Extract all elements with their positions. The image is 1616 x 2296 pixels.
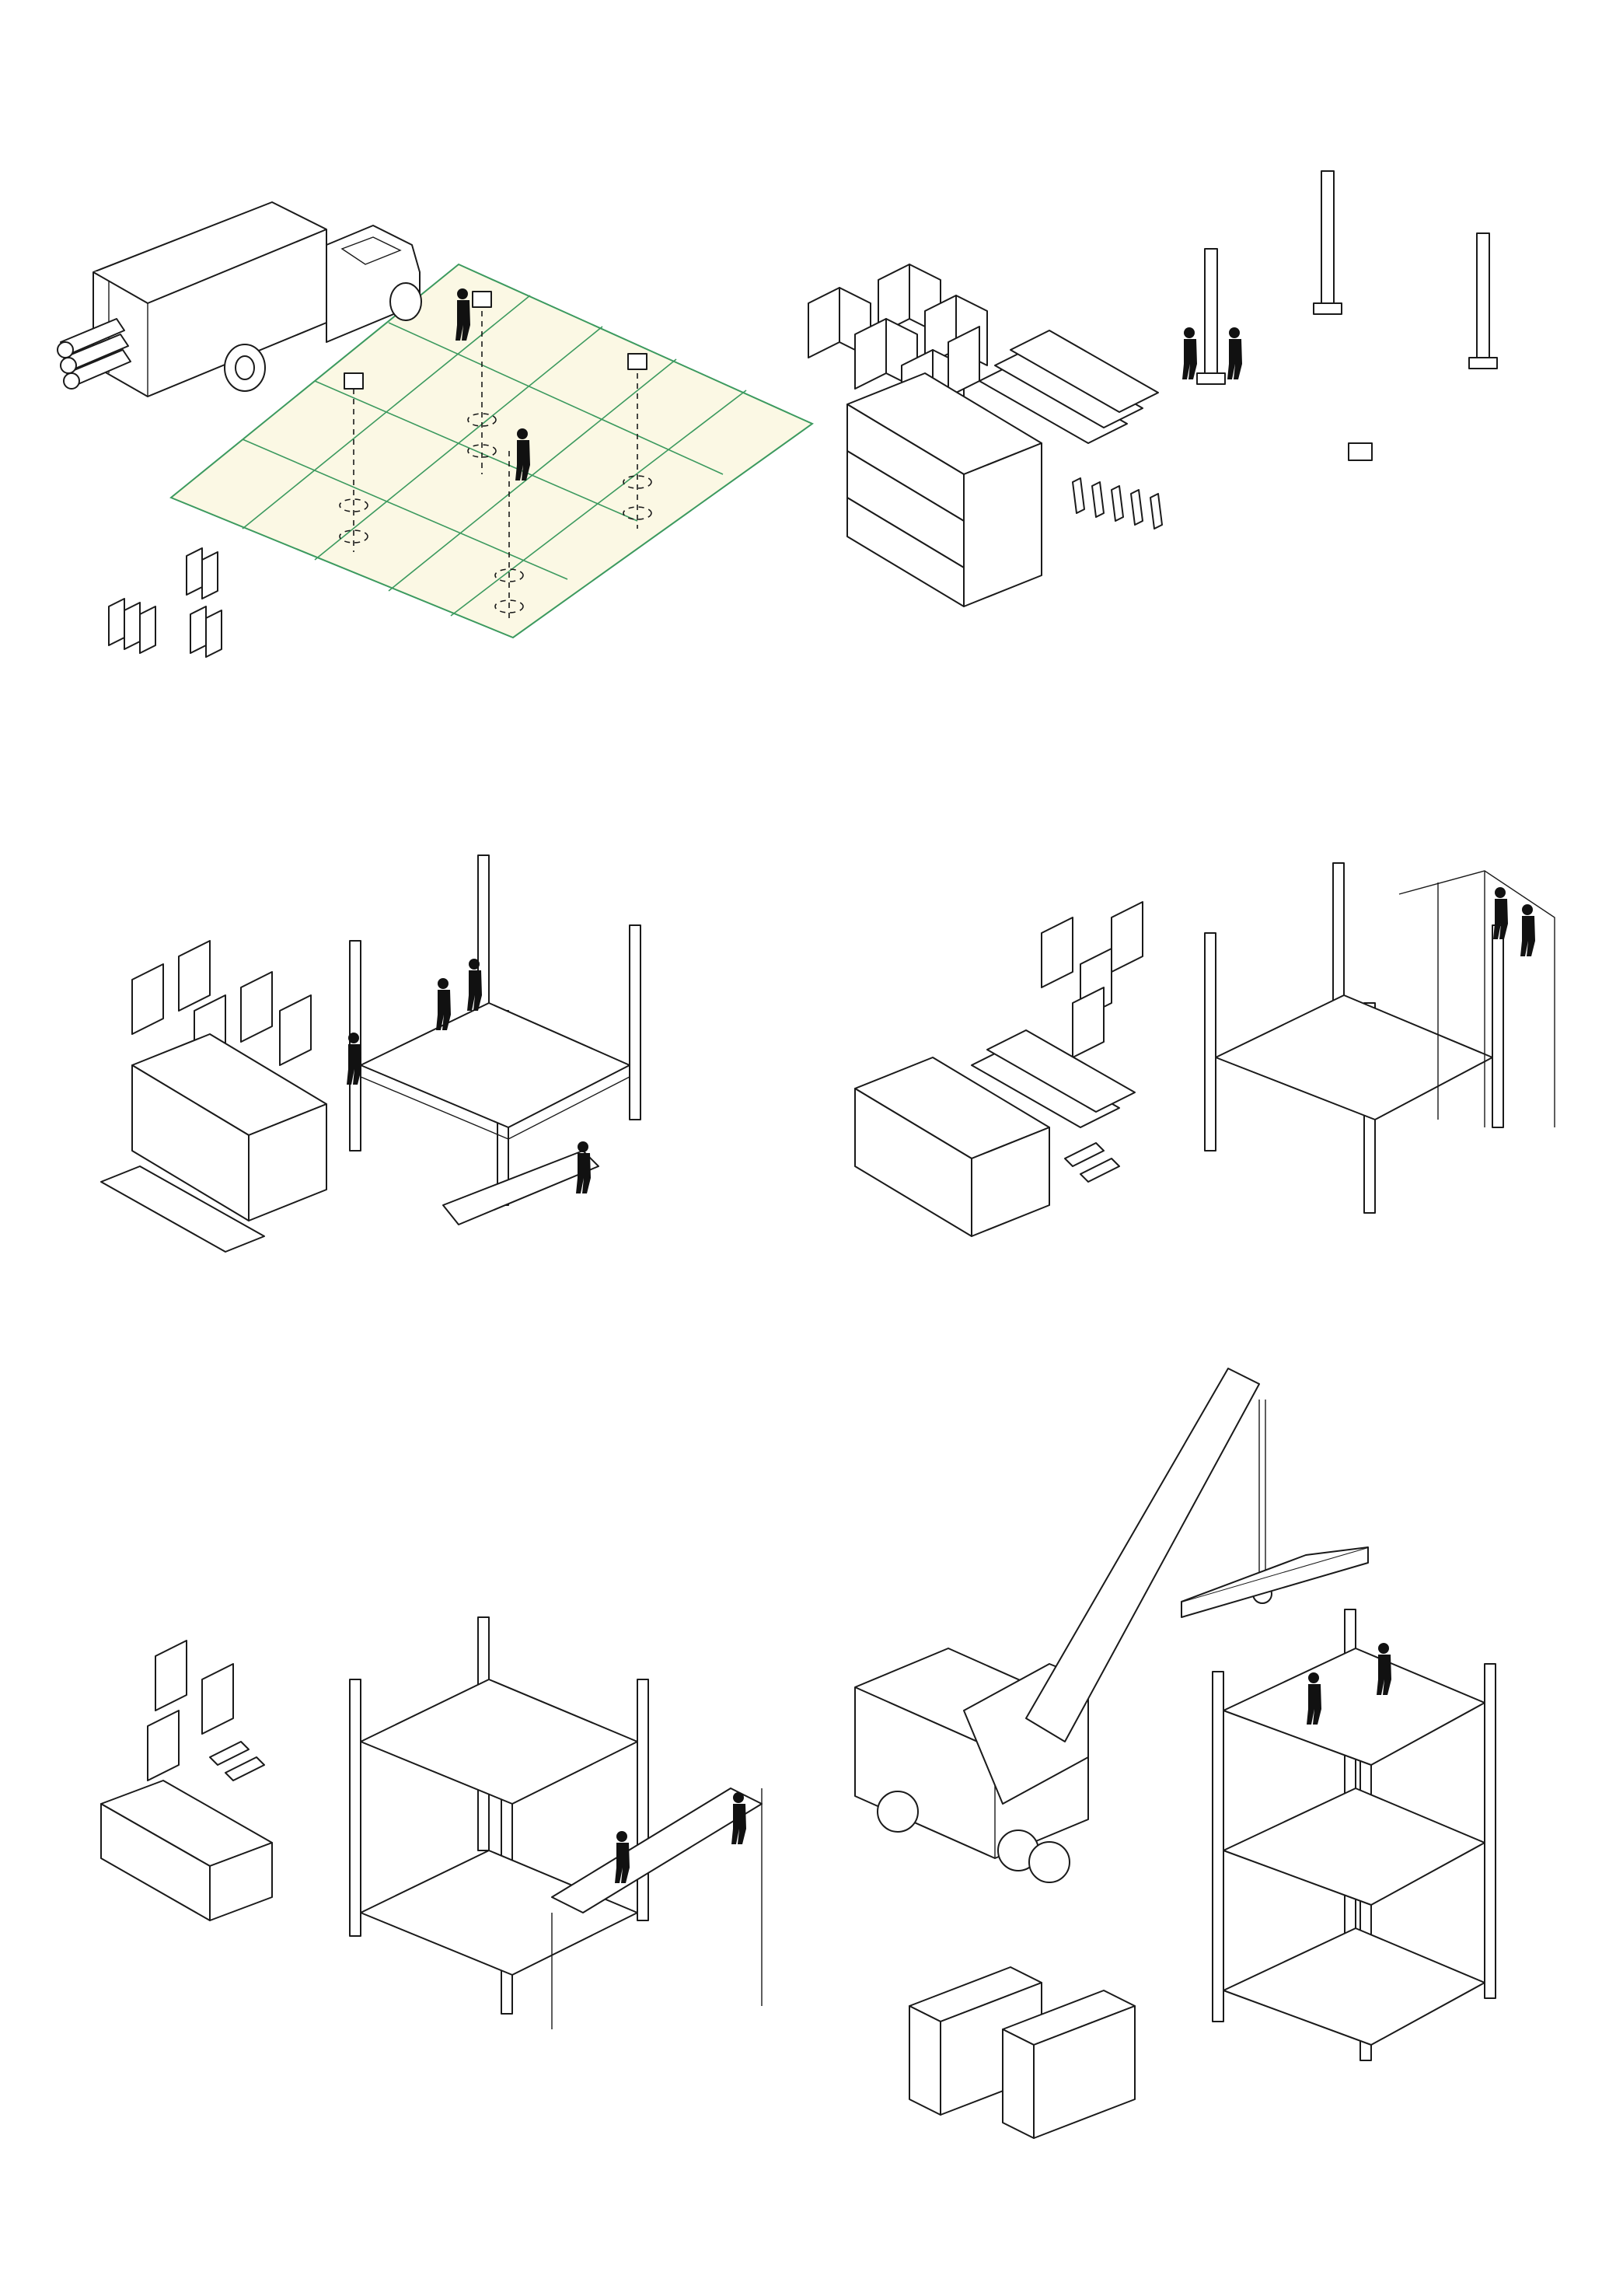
steel-posts [1196, 170, 1498, 461]
panel-stacks [909, 1966, 1136, 2139]
frame [349, 1616, 649, 2015]
step-2-panel [793, 156, 1539, 669]
multi-storey-frame [1212, 1609, 1496, 2061]
workers [1307, 1643, 1391, 1725]
truck [57, 201, 422, 397]
workers [1182, 327, 1242, 379]
frame [349, 854, 641, 1225]
worker-1 [455, 288, 470, 341]
cruciform-brackets [131, 940, 312, 1066]
wall [1398, 870, 1555, 1127]
cruciform-brackets [1041, 901, 1143, 1058]
connectors [209, 1741, 265, 1781]
timber-beams [854, 1029, 1136, 1237]
step-5-panel [86, 1602, 824, 2037]
connectors [1072, 477, 1163, 529]
ground-grid [169, 263, 814, 639]
floor-panel [1181, 1546, 1369, 1618]
cruciform-brackets [108, 547, 222, 658]
mobile-crane [854, 1368, 1272, 1883]
screw-piles [339, 291, 652, 622]
step-3-panel [86, 840, 785, 1260]
connectors [1064, 1142, 1120, 1183]
workers [615, 1792, 746, 1883]
step-4-panel [847, 832, 1570, 1244]
step-6-panel [839, 1353, 1555, 2169]
workers [347, 959, 591, 1193]
workers [1493, 887, 1535, 956]
frame [1204, 862, 1504, 1214]
pile-bundle [57, 318, 131, 390]
wall [551, 1788, 763, 2029]
step-1-panel [47, 187, 824, 669]
cruciform-brackets [147, 1640, 234, 1781]
timber-beams [100, 1033, 327, 1253]
timber-beams [846, 330, 1159, 607]
worker-2 [515, 428, 530, 481]
timber-beams [100, 1780, 273, 1921]
